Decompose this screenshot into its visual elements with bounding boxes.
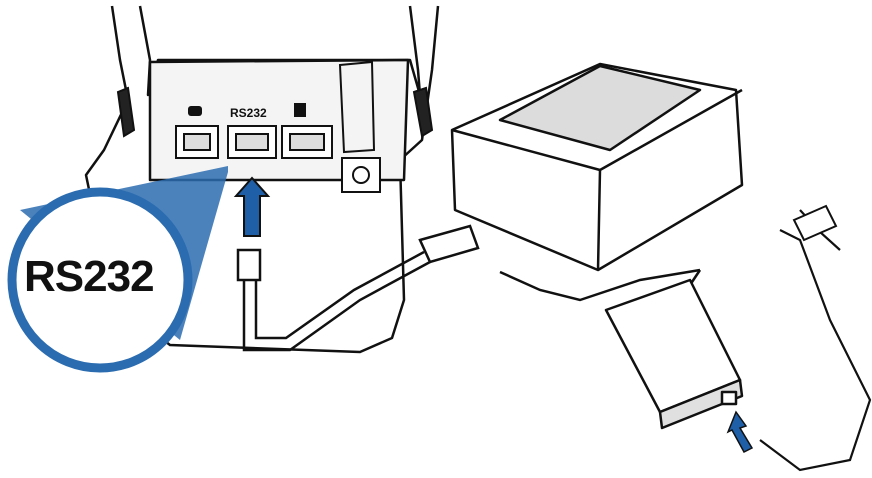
port-label-rs232: RS232 (230, 106, 267, 120)
pinpad-icon (294, 103, 306, 117)
insert-arrow (233, 176, 271, 237)
terminal-grip-right (412, 86, 434, 138)
ac-plug (792, 204, 838, 242)
callout (7, 166, 228, 373)
port-rs232 (227, 125, 277, 159)
charging-base (450, 62, 744, 272)
port-pinpad (281, 125, 333, 159)
power-adapter (604, 278, 744, 430)
port-phone (175, 125, 219, 159)
phone-icon (188, 106, 202, 116)
power-jack (338, 60, 381, 193)
rs232-cable (236, 224, 480, 352)
ac-cord (759, 209, 872, 472)
ac-insert-arrow (726, 410, 754, 453)
terminal-grip-left (116, 86, 136, 138)
callout-label: RS232 (24, 252, 155, 301)
